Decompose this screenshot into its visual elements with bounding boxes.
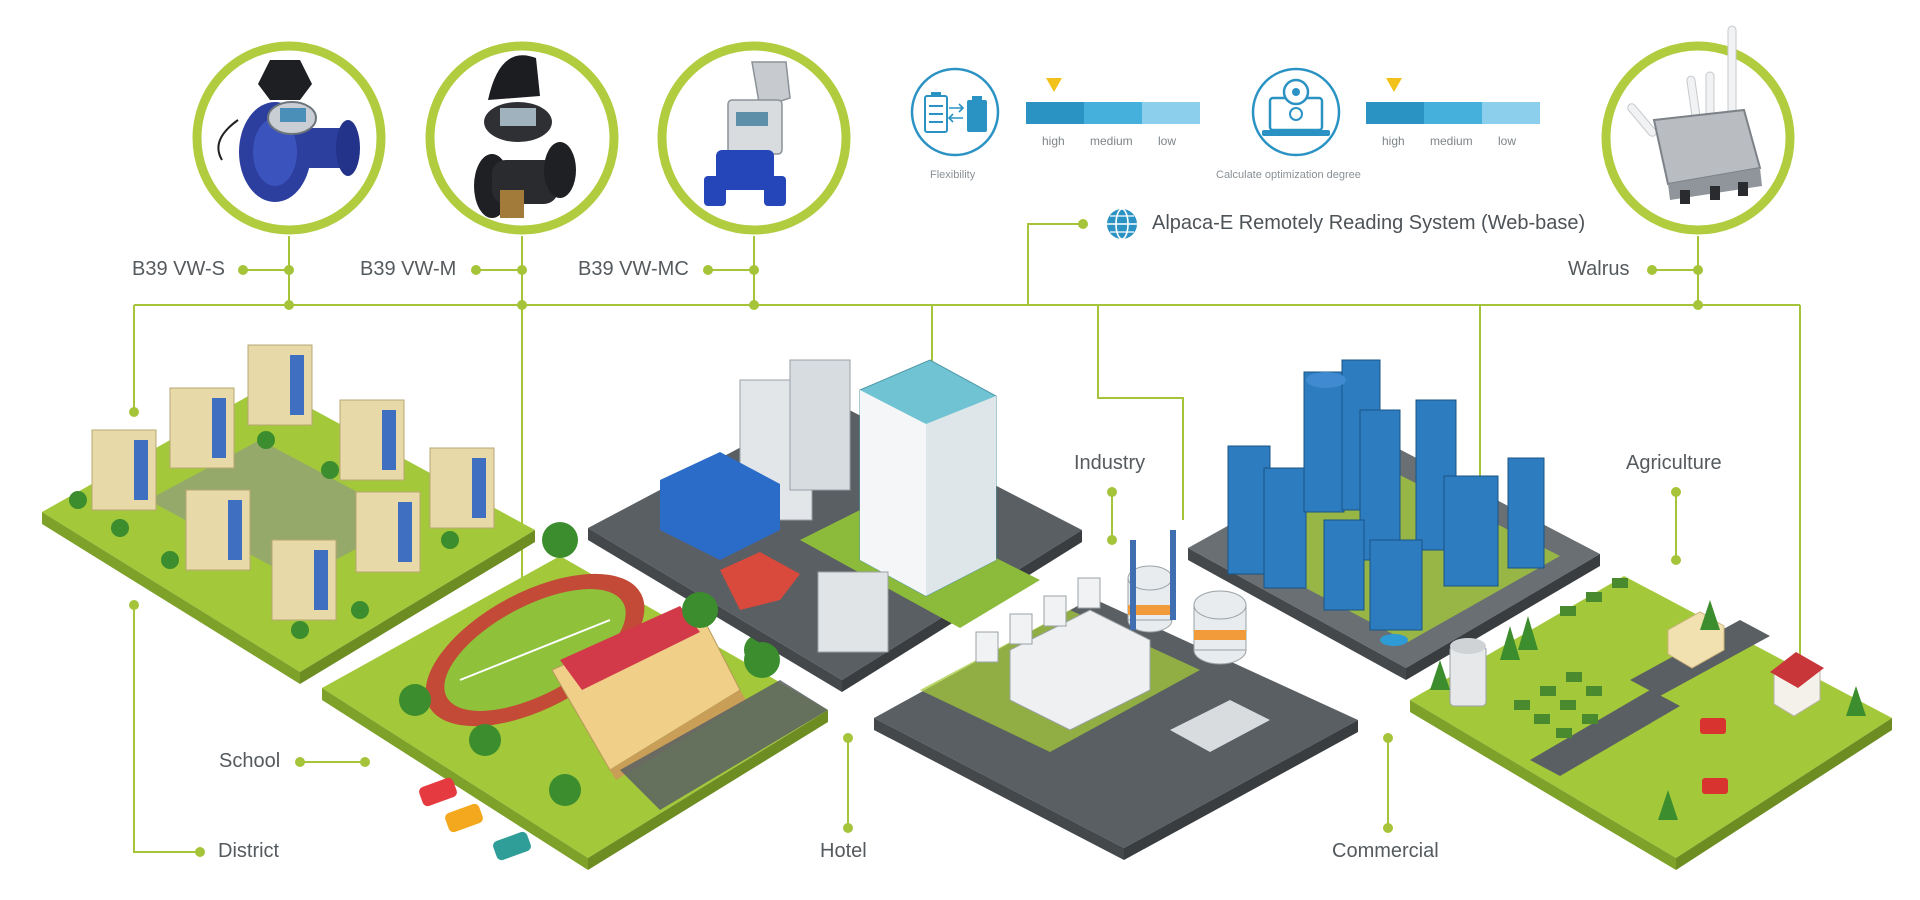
- meter-b39-vw-s: [192, 41, 386, 235]
- hotel-tile: [588, 359, 1082, 692]
- district-tile: [42, 344, 535, 684]
- school-tile: [322, 522, 828, 870]
- gateway-label: Walrus: [1568, 258, 1630, 280]
- flexibility-bar-low: [1142, 102, 1200, 124]
- optimization-level-low: low: [1498, 134, 1517, 148]
- flexibility-caption: Flexibility: [930, 169, 976, 181]
- flexibility-icon: [910, 67, 1000, 157]
- optimization-level-high: high: [1382, 134, 1405, 148]
- area-label-commercial: Commercial: [1332, 840, 1439, 862]
- optimization-bar-low: [1482, 102, 1540, 124]
- area-label-agriculture: Agriculture: [1626, 452, 1722, 474]
- flexibility-bar-high: [1026, 102, 1084, 124]
- junction-dots: [129, 219, 1703, 857]
- flexibility-level-low: low: [1158, 134, 1177, 148]
- area-label-hotel: Hotel: [820, 840, 867, 862]
- meter-b39-vw-mc: [657, 41, 851, 235]
- flexibility-gauge: [1026, 78, 1200, 124]
- globe-icon: [1107, 208, 1137, 240]
- flexibility-marker: [1046, 78, 1062, 92]
- optimization-marker: [1386, 78, 1402, 92]
- flexibility-level-high: high: [1042, 134, 1065, 148]
- flexibility-level-medium: medium: [1090, 134, 1133, 148]
- commercial-tile: [1188, 359, 1600, 680]
- industry-tile: [874, 530, 1358, 860]
- optimization-icon: [1251, 67, 1341, 157]
- system-label: Alpaca-E Remotely Reading System (Web-ba…: [1152, 212, 1586, 234]
- gateway-walrus: [1601, 25, 1795, 235]
- meter-label-mc: B39 VW-MC: [578, 258, 689, 280]
- connection-lines: [133, 223, 1801, 853]
- optimization-gauge: [1366, 78, 1540, 124]
- flexibility-bar-medium: [1084, 102, 1142, 124]
- optimization-bar-medium: [1424, 102, 1482, 124]
- area-label-industry: Industry: [1074, 452, 1146, 474]
- optimization-level-medium: medium: [1430, 134, 1473, 148]
- agriculture-tile: [1410, 576, 1892, 870]
- meter-label-s: B39 VW-S: [132, 258, 225, 280]
- meter-b39-vw-m: [425, 41, 619, 235]
- area-label-school: School: [219, 750, 281, 772]
- optimization-caption: Calculate optimization degree: [1216, 169, 1361, 181]
- meter-label-m: B39 VW-M: [360, 258, 457, 280]
- area-label-district: District: [218, 840, 280, 862]
- optimization-bar-high: [1366, 102, 1424, 124]
